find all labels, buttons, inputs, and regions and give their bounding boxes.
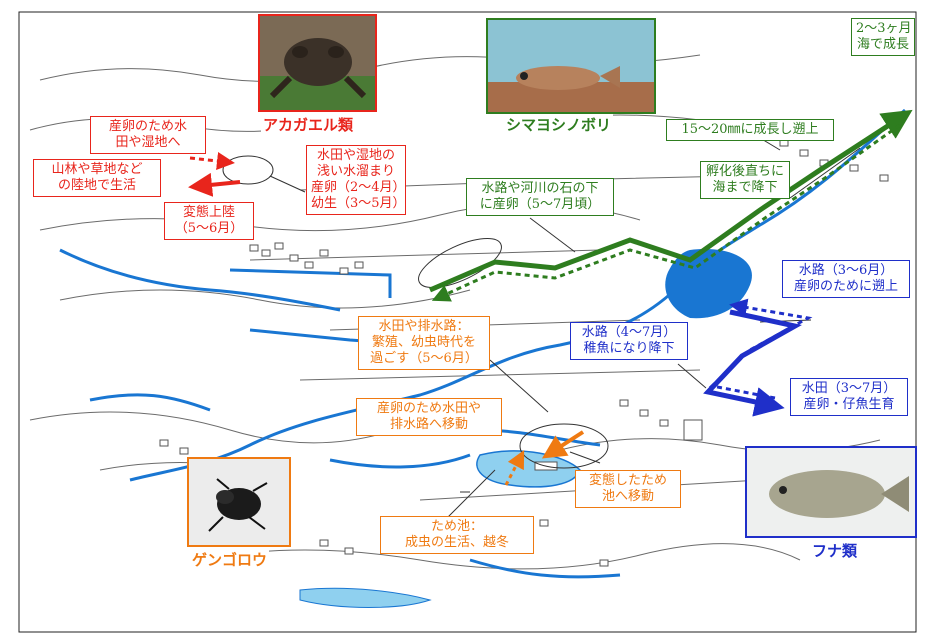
goby-route-dotted <box>431 123 901 302</box>
frog-label-metamorph: 変態上陸（5～6月） <box>164 202 254 240</box>
diagram-frame <box>18 11 917 633</box>
frog-spawn-area <box>222 155 274 185</box>
crucian-label-down-channel: 水路（4～7月）稚魚になり降下 <box>570 322 688 360</box>
frog-name: アカガエル類 <box>261 114 356 135</box>
goby-photo-icon <box>486 18 656 114</box>
goby-spawn-area <box>418 238 502 288</box>
frog-photo-icon <box>258 14 377 112</box>
goby-label-upstream: 15～20㎜に成長し遡上 <box>666 119 834 141</box>
beetle-label-breeding: 水田や排水路：繁殖、幼虫時代を過ごす（5～6月） <box>358 316 490 370</box>
lower-pond <box>299 587 432 608</box>
beetle-label-pond: ため池：成虫の生活、越冬 <box>380 516 534 554</box>
goby-label-down-sea: 孵化後直ちに海まで降下 <box>700 161 790 199</box>
frog-arrow-to-paddy <box>189 152 235 170</box>
crucian-label-paddy: 水田（3～7月）産卵・仔魚生育 <box>790 378 908 416</box>
frog-arrow-to-land <box>188 172 241 197</box>
beetle-arrow-to-paddy <box>504 450 525 486</box>
crucian-route-down <box>703 309 802 417</box>
crucian-carp-photo-icon <box>745 446 917 538</box>
diving-beetle-photo-icon <box>187 457 291 547</box>
river-pool <box>665 249 752 319</box>
river-network <box>59 108 906 579</box>
frog-label-spawn-site: 水田や湿地の浅い水溜まり産卵（2～4月）幼生（3～5月） <box>306 145 406 215</box>
crucian-name: フナ類 <box>810 540 860 561</box>
beetle-arrow-to-pond <box>541 430 585 459</box>
goby-label-sea-growth: 2～3ヶ月海で成長 <box>851 18 915 56</box>
beetle-paddy-area <box>519 423 609 469</box>
frog-label-spawn-move: 産卵のため水田や湿地へ <box>90 116 206 154</box>
crucian-label-up-channel: 水路（3～6月）産卵のために遡上 <box>782 260 910 298</box>
beetle-label-to-pond: 変態したため池へ移動 <box>575 470 681 508</box>
goby-route-solid <box>429 109 913 293</box>
frog-label-land-life: 山林や草地などの陸地で生活 <box>33 159 161 197</box>
village-houses <box>159 129 889 567</box>
beetle-label-to-paddy: 産卵のため水田や排水路へ移動 <box>356 398 502 436</box>
reservoir-pond <box>476 450 581 488</box>
goby-label-spawn: 水路や河川の石の下に産卵（5～7月頃） <box>466 178 614 216</box>
beetle-name: ゲンゴロウ <box>190 549 270 570</box>
goby-name: シマヨシノボリ <box>504 114 614 135</box>
